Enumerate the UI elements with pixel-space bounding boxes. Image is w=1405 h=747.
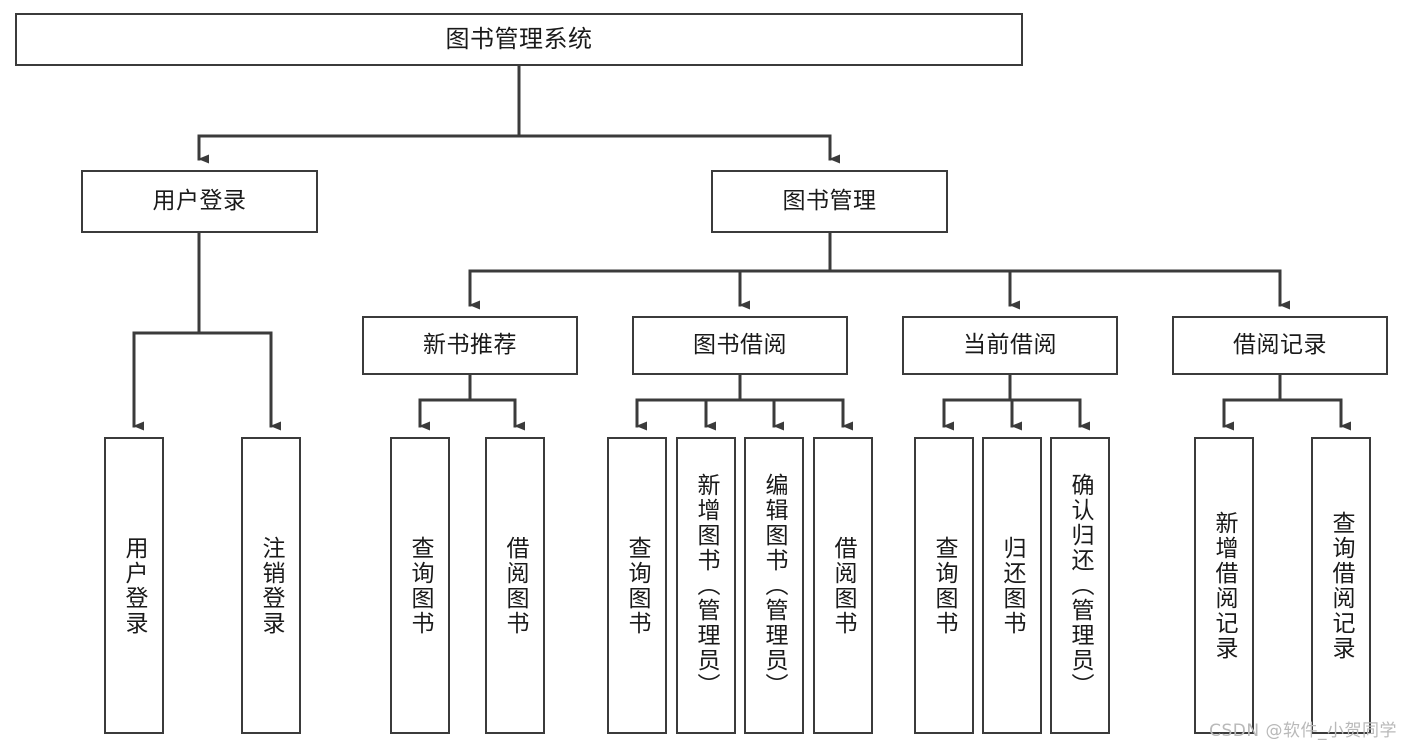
- leaf-borrow-add-book[interactable]: 新增图书（管理员）: [676, 437, 736, 734]
- node-root-system-label: 图书管理系统: [445, 24, 593, 53]
- leaf-borrow-add-book-label: 新增图书（管理员）: [693, 473, 720, 698]
- leaf-user-login-login-label: 用户登录: [121, 535, 148, 636]
- leaf-new-book-query-label: 查询图书: [407, 535, 434, 636]
- leaf-current-query-book[interactable]: 查询图书: [914, 437, 974, 734]
- leaf-current-confirm-return-label: 确认归还（管理员）: [1067, 473, 1094, 698]
- leaf-current-return-book[interactable]: 归还图书: [982, 437, 1042, 734]
- leaf-record-query-record-label: 查询借阅记录: [1328, 510, 1355, 661]
- leaf-current-return-book-label: 归还图书: [999, 535, 1026, 636]
- node-root-system[interactable]: 图书管理系统: [15, 13, 1023, 66]
- node-book-management[interactable]: 图书管理: [711, 170, 948, 233]
- node-new-book-recommend[interactable]: 新书推荐: [362, 316, 578, 375]
- node-user-login[interactable]: 用户登录: [81, 170, 318, 233]
- node-borrow-record[interactable]: 借阅记录: [1172, 316, 1388, 375]
- leaf-record-add-record[interactable]: 新增借阅记录: [1194, 437, 1254, 734]
- leaf-current-confirm-return[interactable]: 确认归还（管理员）: [1050, 437, 1110, 734]
- node-book-borrow[interactable]: 图书借阅: [632, 316, 848, 375]
- leaf-new-book-query[interactable]: 查询图书: [390, 437, 450, 734]
- leaf-current-query-book-label: 查询图书: [931, 535, 958, 636]
- leaf-borrow-edit-book[interactable]: 编辑图书（管理员）: [744, 437, 804, 734]
- leaf-user-login-logout-label: 注销登录: [258, 535, 285, 636]
- node-borrow-record-label: 借阅记录: [1233, 332, 1327, 359]
- leaf-borrow-borrow-book-label: 借阅图书: [830, 535, 857, 636]
- leaf-borrow-edit-book-label: 编辑图书（管理员）: [761, 473, 788, 698]
- leaf-borrow-query-book[interactable]: 查询图书: [607, 437, 667, 734]
- leaf-record-add-record-label: 新增借阅记录: [1211, 510, 1238, 661]
- node-current-borrow-label: 当前借阅: [963, 332, 1057, 359]
- leaf-borrow-borrow-book[interactable]: 借阅图书: [813, 437, 873, 734]
- csdn-watermark: CSDN @软件_小贺同学: [1209, 721, 1397, 741]
- node-book-borrow-label: 图书借阅: [693, 332, 787, 359]
- node-user-login-label: 用户登录: [152, 188, 247, 215]
- node-book-management-label: 图书管理: [782, 188, 877, 215]
- leaf-user-login-login[interactable]: 用户登录: [104, 437, 164, 734]
- leaf-user-login-logout[interactable]: 注销登录: [241, 437, 301, 734]
- leaf-borrow-query-book-label: 查询图书: [624, 535, 651, 636]
- node-new-book-recommend-label: 新书推荐: [423, 332, 517, 359]
- node-current-borrow[interactable]: 当前借阅: [902, 316, 1118, 375]
- leaf-new-book-borrow-label: 借阅图书: [502, 535, 529, 636]
- leaf-new-book-borrow[interactable]: 借阅图书: [485, 437, 545, 734]
- leaf-record-query-record[interactable]: 查询借阅记录: [1311, 437, 1371, 734]
